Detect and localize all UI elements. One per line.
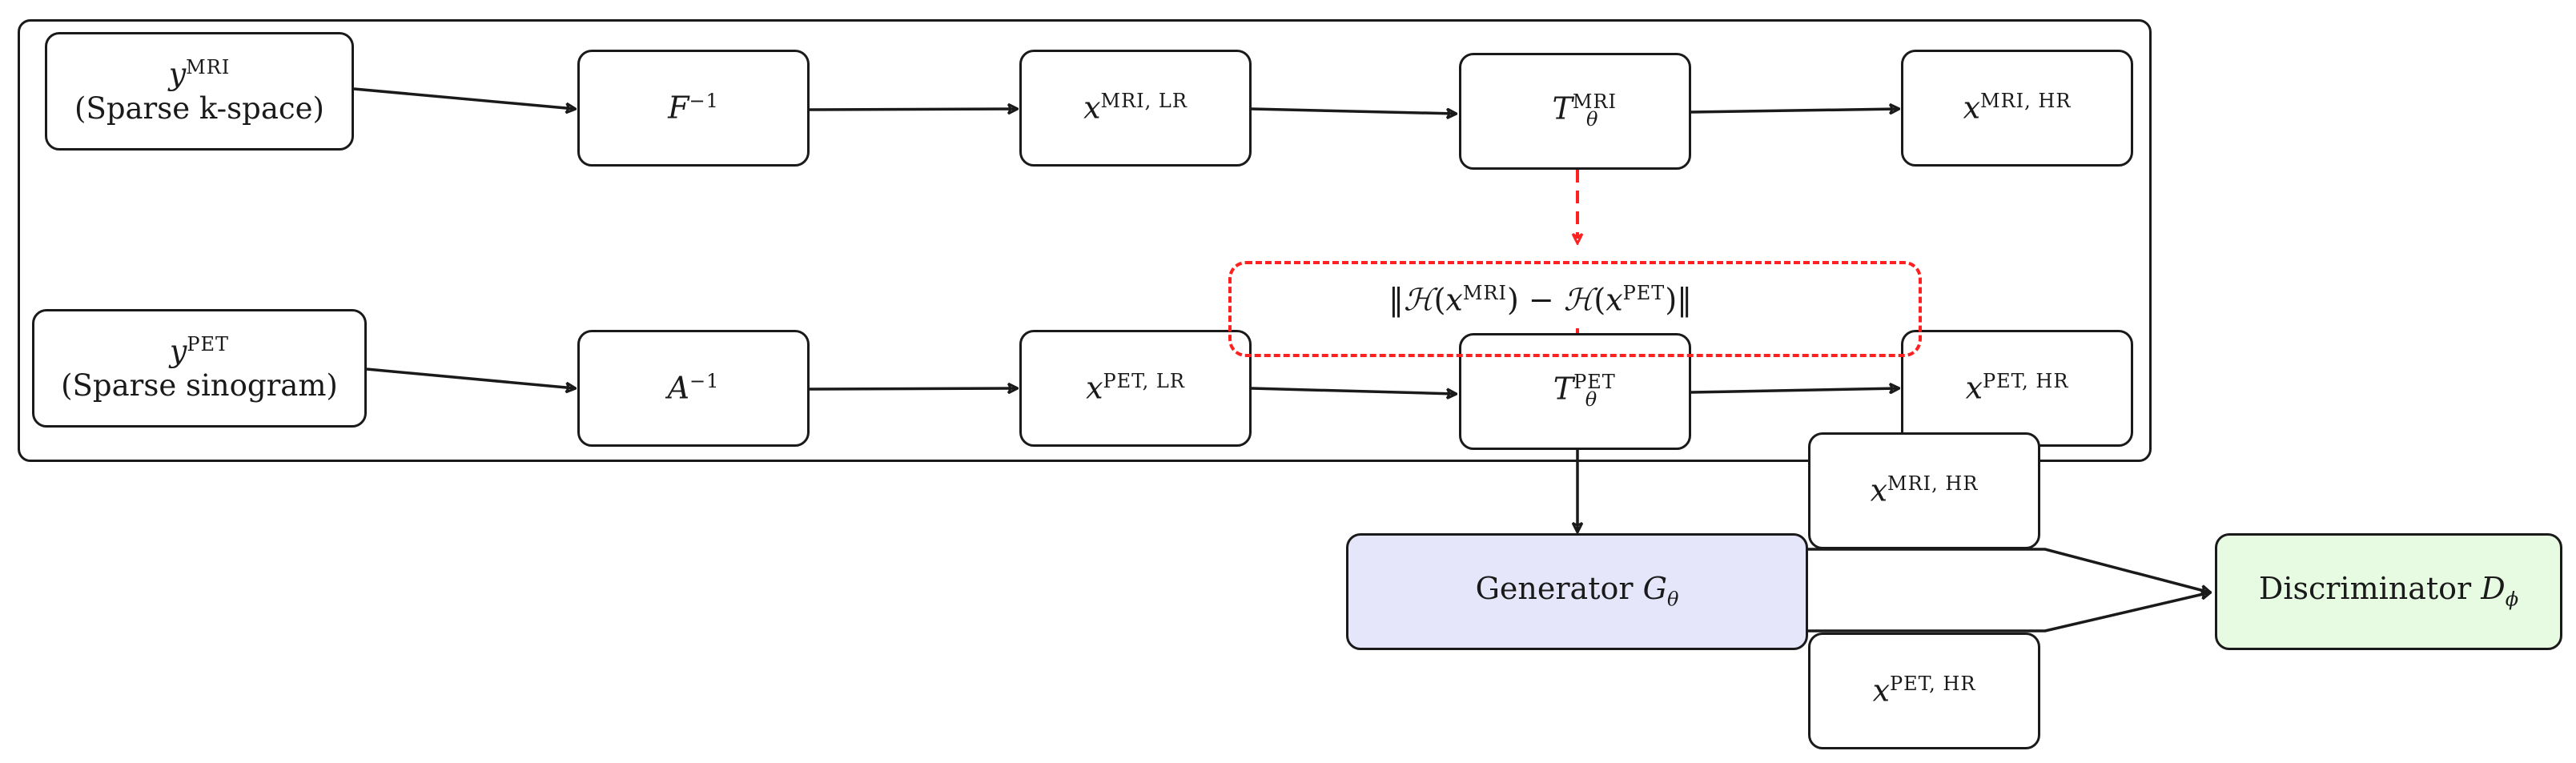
gan-pet-hr-label: xPET, HR bbox=[1872, 672, 1976, 709]
gan-pet-hr-node: xPET, HR bbox=[1808, 632, 2040, 749]
arrow-ainv-to-xpetlr bbox=[809, 388, 1017, 389]
arrow-tmri-to-xmrihr bbox=[1690, 109, 1899, 112]
pet-lr-node: xPET, LR bbox=[1019, 330, 1252, 447]
inverse-fourier-label: F−1 bbox=[668, 89, 719, 126]
pet-hr-node: xPET, HR bbox=[1901, 330, 2133, 447]
discriminator-node: Discriminator Dϕ bbox=[2215, 533, 2562, 650]
t-mri-node: TMRIθ bbox=[1459, 53, 1691, 170]
pet-hr-label: xPET, HR bbox=[1965, 369, 2069, 406]
gan-mri-hr-node: xMRI, HR bbox=[1808, 432, 2040, 549]
mri-hr-node: xMRI, HR bbox=[1901, 50, 2133, 167]
mri-input-symbol: yMRI bbox=[168, 55, 231, 92]
gan-mri-hr-label: xMRI, HR bbox=[1870, 472, 1979, 508]
pet-input-node: yPET (Sparse sinogram) bbox=[32, 309, 367, 428]
pet-input-caption: (Sparse sinogram) bbox=[61, 367, 338, 403]
arrow-real-pet-to-discriminator bbox=[1808, 592, 2210, 632]
inverse-radon-label: A−1 bbox=[667, 369, 720, 406]
discriminator-label: Discriminator Dϕ bbox=[2258, 571, 2519, 611]
mri-lr-node: xMRI, LR bbox=[1019, 50, 1252, 167]
arrow-finv-to-xmrilr bbox=[809, 109, 1017, 110]
arrow-tpet-to-xpethr bbox=[1690, 388, 1899, 392]
inverse-radon-node: A−1 bbox=[577, 330, 810, 447]
consistency-loss-box bbox=[1228, 261, 1922, 357]
arrow-ypet-to-ainv bbox=[366, 367, 575, 388]
t-pet-label: TPETθ bbox=[1553, 371, 1616, 412]
inverse-fourier-node: F−1 bbox=[577, 50, 810, 167]
mri-hr-label: xMRI, HR bbox=[1963, 89, 2072, 126]
arrow-xpetlr-to-tpet bbox=[1251, 387, 1456, 394]
mri-input-node: yMRI (Sparse k-space) bbox=[45, 32, 354, 151]
arrow-xmrilr-to-tmri bbox=[1251, 107, 1456, 114]
mri-lr-label: xMRI, LR bbox=[1083, 89, 1188, 126]
generator-node: Generator Gθ bbox=[1346, 533, 1808, 650]
consistency-loss-label: ‖ℋ(xMRI) − ℋ(xPET)‖ bbox=[1388, 282, 1693, 318]
arrow-real-mri-to-discriminator bbox=[1808, 548, 2210, 592]
pet-input-symbol: yPET bbox=[169, 332, 230, 369]
t-pet-node: TPETθ bbox=[1459, 333, 1691, 450]
t-mri-label: TMRIθ bbox=[1552, 90, 1618, 131]
mri-input-caption: (Sparse k-space) bbox=[74, 90, 324, 126]
pet-lr-label: xPET, LR bbox=[1086, 369, 1185, 406]
arrow-ymri-to-finv bbox=[353, 87, 575, 109]
generator-label: Generator Gθ bbox=[1475, 571, 1679, 611]
reconstruction-frame bbox=[18, 19, 2152, 462]
